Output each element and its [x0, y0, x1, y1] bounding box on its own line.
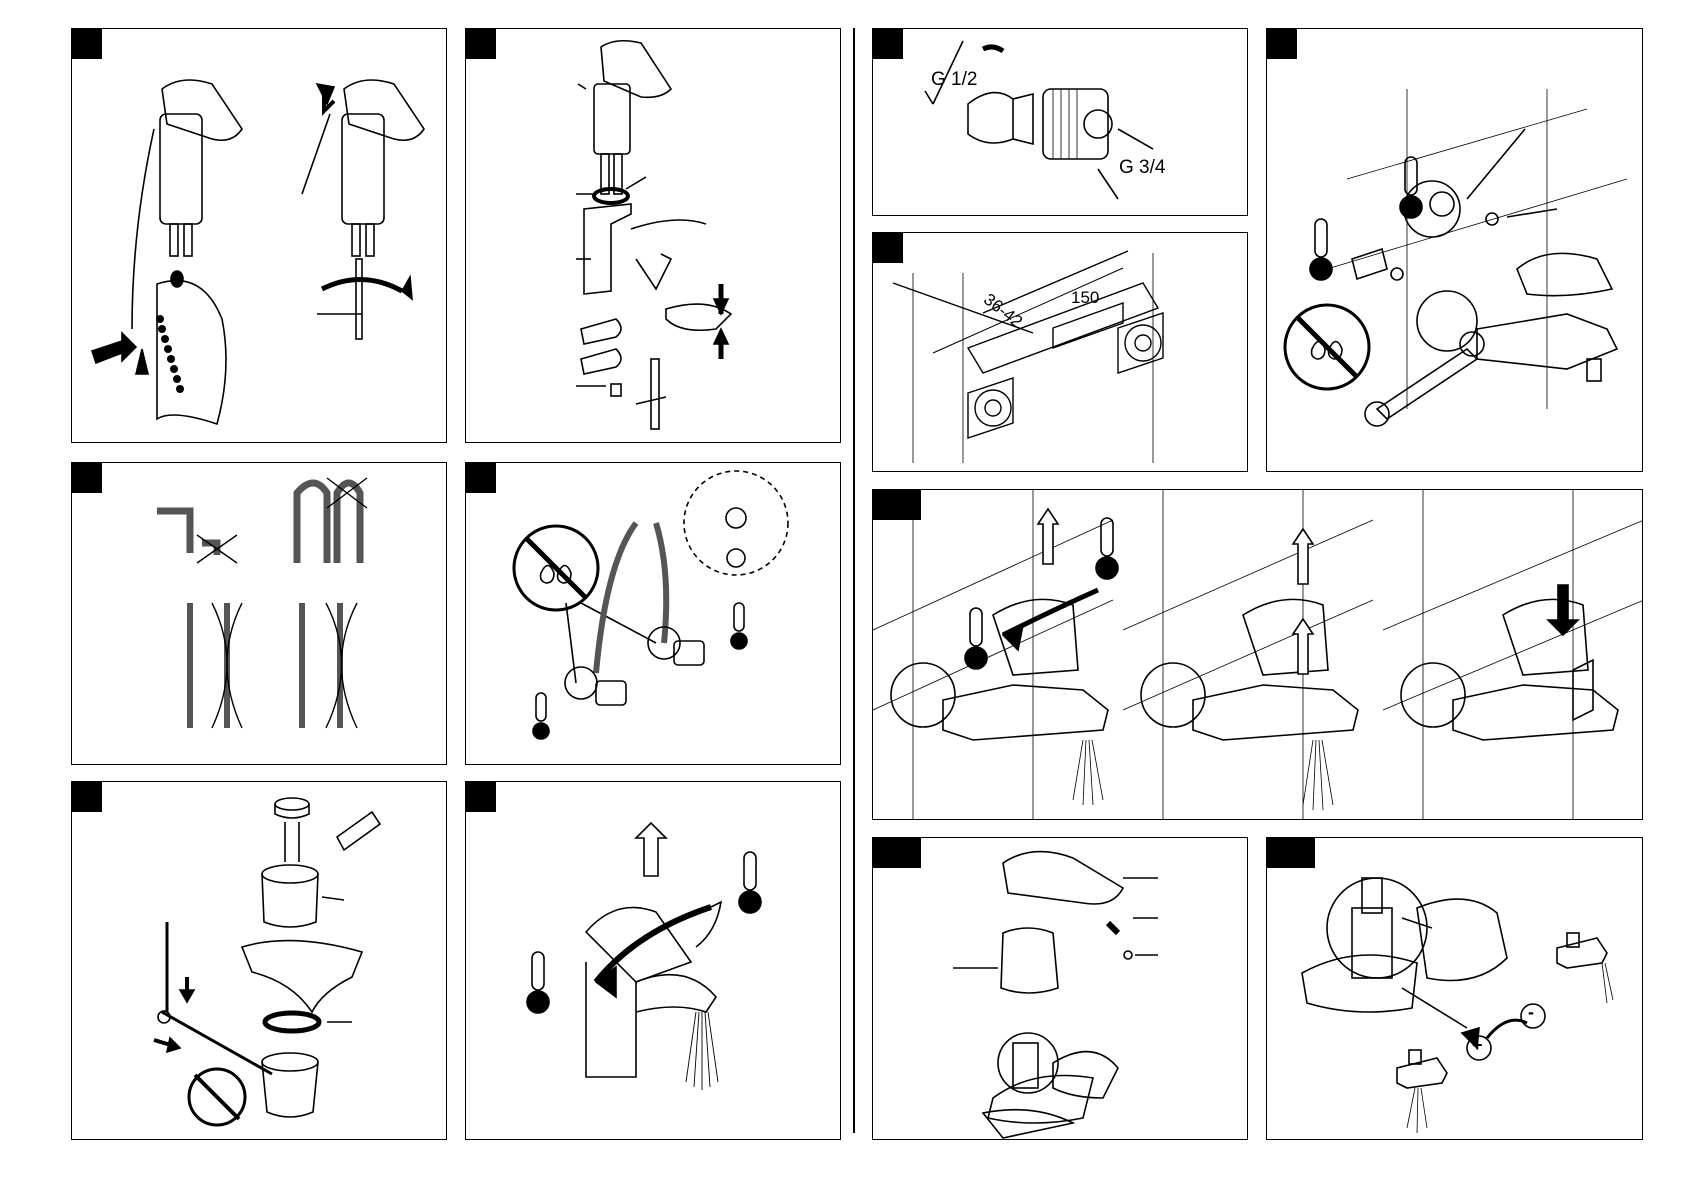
plus-control: +	[1472, 1035, 1483, 1056]
popup-waste-drawing	[72, 782, 447, 1140]
minus-control: -	[1528, 1002, 1534, 1023]
thread-inlet-label: G 1/2	[931, 69, 977, 91]
mixer-mounting-drawing	[1267, 29, 1643, 472]
panel-cartridge-exploded	[465, 28, 841, 443]
temperature-limiter-drawing	[1267, 838, 1643, 1140]
cartridge-drawing	[466, 29, 841, 443]
panel-basin-operation	[465, 781, 841, 1140]
panel-mixer-mounting	[1266, 28, 1643, 472]
basin-operation-drawing	[466, 782, 841, 1140]
thread-outlet-label: G 3/4	[1119, 157, 1165, 179]
bath-operation-drawing	[873, 490, 1643, 820]
panel-hose-bending	[71, 462, 447, 765]
panel-bath-operation	[872, 489, 1643, 820]
handle-disassembly-drawing	[873, 838, 1248, 1140]
panel-handle-disassembly	[872, 837, 1248, 1140]
panel-wall-dimensions: 150 36-42	[872, 232, 1248, 472]
panel-basin-mixer-popup	[71, 28, 447, 443]
basin-mixer-drawing	[72, 29, 447, 443]
page-divider	[853, 28, 855, 1133]
panel-temperature-limiter: + -	[1266, 837, 1643, 1140]
wall-dimensions-drawing	[873, 233, 1248, 472]
panel-popup-waste	[71, 781, 447, 1140]
angle-valve-drawing	[466, 463, 841, 765]
connector-drawing	[873, 29, 1248, 216]
panel-connector-threads: G 1/2 G 3/4	[872, 28, 1248, 216]
panel-angle-valves	[465, 462, 841, 765]
hose-drawing	[72, 463, 447, 765]
center-distance-label: 150	[1071, 288, 1099, 308]
